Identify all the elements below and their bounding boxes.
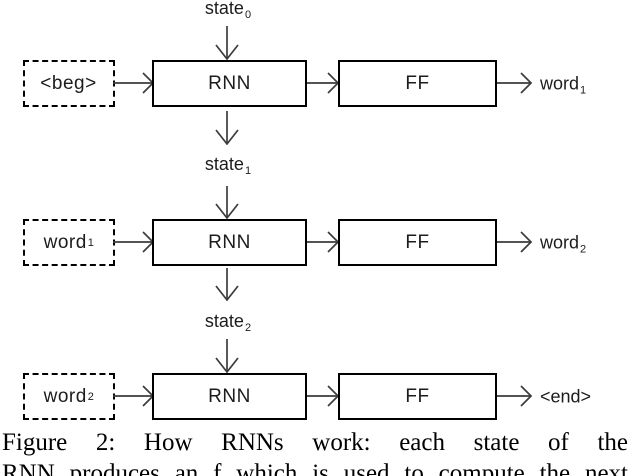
- output-label: word1: [540, 73, 587, 97]
- arrow-right-icon: [497, 385, 532, 407]
- caption-line-2: RNN produces an f which is used to compu…: [2, 460, 628, 476]
- rnn-box: RNN: [152, 60, 307, 107]
- down-arrow-icon: [215, 26, 239, 60]
- down-arrow-icon: [215, 186, 239, 219]
- state-label: state2: [204, 311, 252, 334]
- arrow-right-icon: [307, 72, 339, 94]
- output-label: word2: [540, 232, 587, 256]
- arrow-right-icon: [113, 385, 154, 407]
- ff-box: FF: [338, 219, 497, 266]
- down-arrow-icon: [215, 111, 239, 145]
- output-label: <end>: [540, 386, 592, 407]
- rnn-box: RNN: [152, 219, 307, 266]
- arrow-right-icon: [113, 231, 154, 253]
- ff-label: FF: [405, 231, 430, 253]
- rnn-label: RNN: [208, 231, 251, 253]
- ff-label: FF: [405, 72, 430, 94]
- down-arrow-icon: [215, 268, 239, 301]
- rnn-label: RNN: [208, 72, 251, 94]
- arrow-right-icon: [307, 231, 339, 253]
- caption-line-1: Figure 2: How RNNs work: each state of t…: [2, 429, 628, 456]
- state-label: state1: [204, 154, 252, 177]
- rnn-label: RNN: [208, 385, 251, 407]
- ff-label: FF: [405, 385, 430, 407]
- state-label: state0: [204, 0, 252, 21]
- down-arrow-icon: [215, 339, 239, 373]
- ff-box: FF: [338, 60, 497, 107]
- arrow-right-icon: [307, 385, 339, 407]
- arrow-right-icon: [113, 72, 154, 94]
- arrow-right-icon: [497, 72, 532, 94]
- input-box: <beg>: [23, 60, 115, 107]
- rnn-box: RNN: [152, 373, 307, 420]
- ff-box: FF: [338, 373, 497, 420]
- arrow-right-icon: [497, 231, 532, 253]
- figure-caption: Figure 2: How RNNs work: each state of t…: [0, 427, 630, 476]
